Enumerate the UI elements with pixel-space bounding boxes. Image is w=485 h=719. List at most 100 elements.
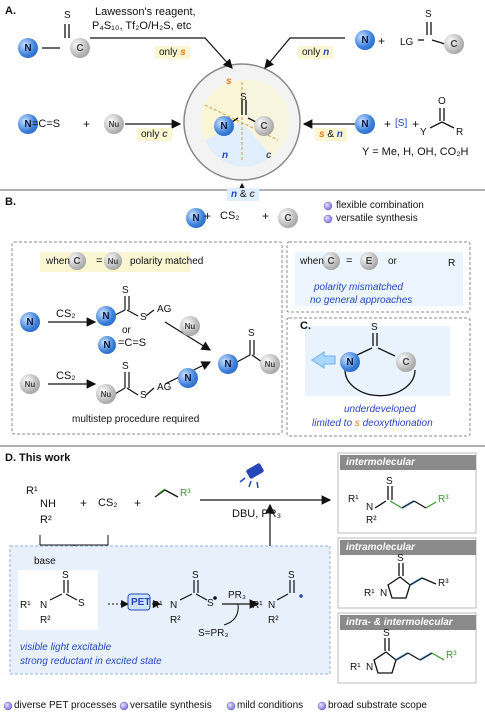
atom-n-b3: N xyxy=(98,336,116,354)
prod2-r3: R³ xyxy=(438,578,449,589)
pet-label: PET xyxy=(131,597,151,608)
c-limited-s: s xyxy=(354,418,360,429)
prod2-n: N xyxy=(380,588,388,599)
prod3-r3: R³ xyxy=(446,650,457,661)
atom-s-b2: S xyxy=(140,312,147,323)
no-general: no general approaches xyxy=(310,295,413,306)
plus-b1: + xyxy=(204,209,212,223)
d-conditions: DBU, PR₃ xyxy=(232,508,282,520)
atom-c-a1: C xyxy=(70,38,90,58)
atom-n-center: N xyxy=(214,116,234,136)
atom-n-b2: N xyxy=(96,306,116,326)
atom-s-b5: S xyxy=(248,328,255,339)
only-s-tag: only s xyxy=(155,46,190,59)
circle-s-label: s xyxy=(226,76,232,87)
atom-c-c: C xyxy=(396,352,416,372)
s-and-n-tag: s & n xyxy=(315,128,347,141)
plus-a1: + xyxy=(378,34,386,48)
prod1-r3: R³ xyxy=(438,494,449,505)
mech-r2-2: R² xyxy=(170,615,181,626)
prod3-n: N xyxy=(366,662,374,673)
ag-bot: AG xyxy=(157,382,172,393)
atom-n-a4: N xyxy=(355,114,375,134)
panel-b-mismatch-box xyxy=(286,241,471,313)
multistep-label: multistep procedure required xyxy=(72,414,200,425)
atom-s-a2: S xyxy=(425,9,432,20)
atom-n-b5: N xyxy=(218,354,238,374)
equals-1: = xyxy=(96,255,103,267)
or-label: or xyxy=(388,256,397,267)
d-nh: NH xyxy=(40,498,56,510)
c-underdeveloped: underdeveloped xyxy=(344,404,416,415)
atom-y-a: Y xyxy=(420,127,427,138)
atom-r-a: R xyxy=(456,127,464,138)
d-plus1: + xyxy=(80,496,88,510)
d-base: base xyxy=(34,556,56,567)
section-d-label: D. This work xyxy=(5,452,71,464)
d-plus2: + xyxy=(134,496,142,510)
plus-a3: + xyxy=(384,117,392,131)
when-label-2: when xyxy=(300,256,324,267)
panel-c-box xyxy=(286,317,471,437)
header-intermolecular: intermolecular xyxy=(340,455,476,470)
ag-top: AG xyxy=(157,304,172,315)
atom-s-b3: S xyxy=(122,361,129,372)
header-intra-inter: intra- & intermolecular xyxy=(340,615,476,630)
mech-n-3: N xyxy=(268,600,276,611)
ncs-b: =C=S xyxy=(118,337,147,349)
ncs-label: =C=S xyxy=(32,118,61,130)
prod1-s: S xyxy=(386,476,393,487)
only-n-tag: only n xyxy=(298,46,334,59)
lg-label: LG xyxy=(400,37,414,48)
mech-s-3: S xyxy=(192,570,199,581)
prod3-r1: R¹ xyxy=(350,662,361,673)
d-cs2: CS₂ xyxy=(98,497,118,509)
atom-n-a1: N xyxy=(18,38,38,58)
atom-c-when2: C xyxy=(322,252,340,270)
mech-spr3: S=PR₃ xyxy=(198,628,229,639)
atom-c-a2: C xyxy=(444,34,464,54)
atom-n-a3: N xyxy=(18,114,38,134)
prod2-s: S xyxy=(397,553,404,564)
mech-s-2: S xyxy=(78,598,85,609)
mech-n-1: N xyxy=(40,600,48,611)
atom-n-b1: N xyxy=(20,312,40,332)
polarity-matched: polarity matched xyxy=(130,256,204,267)
atom-c-b: C xyxy=(278,208,298,228)
atom-nu-b2: Nu xyxy=(96,384,116,404)
mech-r1-3: R¹ xyxy=(252,600,263,611)
mech-s-5: S xyxy=(288,570,295,581)
plus-a4: + xyxy=(412,117,420,131)
plus-a2: + xyxy=(83,117,91,131)
prod1-n: N xyxy=(366,502,374,513)
legend-1: flexible combination xyxy=(336,200,424,211)
atom-n-b4: N xyxy=(178,368,198,388)
atom-o-a: O xyxy=(438,96,446,107)
section-a-label: A. xyxy=(5,5,16,17)
atom-nu-b1: Nu xyxy=(20,374,40,394)
circle-n-label: n xyxy=(222,150,229,161)
atom-nu-b3: Nu xyxy=(180,316,200,336)
or-small: or xyxy=(122,325,131,336)
atom-r-b: R xyxy=(448,258,456,269)
mech-r1-1: R¹ xyxy=(20,600,31,611)
atom-s-c: S xyxy=(371,322,378,333)
prod3-s: S xyxy=(383,628,390,639)
only-c-tag: only c xyxy=(137,128,172,141)
atom-nu-when1: Nu xyxy=(104,252,122,270)
cs2-b: CS₂ xyxy=(220,210,240,222)
prod1-r2: R² xyxy=(366,515,377,526)
c-limited-prefix: limited to xyxy=(312,418,353,429)
atom-c-when1: C xyxy=(68,252,86,270)
atom-nu-b5: Nu xyxy=(260,354,280,374)
reductant-label: strong reductant in excited state xyxy=(20,656,162,667)
panel-b-box xyxy=(11,241,283,435)
atom-c-center: C xyxy=(254,116,274,136)
mech-pr3: PR₃ xyxy=(228,590,246,601)
atom-e-when2: E xyxy=(360,252,378,270)
atom-s-a1: S xyxy=(64,10,71,21)
equals-2: = xyxy=(346,255,353,267)
cs2-b-bot: CS₂ xyxy=(56,370,76,382)
d-r2: R² xyxy=(40,514,52,526)
